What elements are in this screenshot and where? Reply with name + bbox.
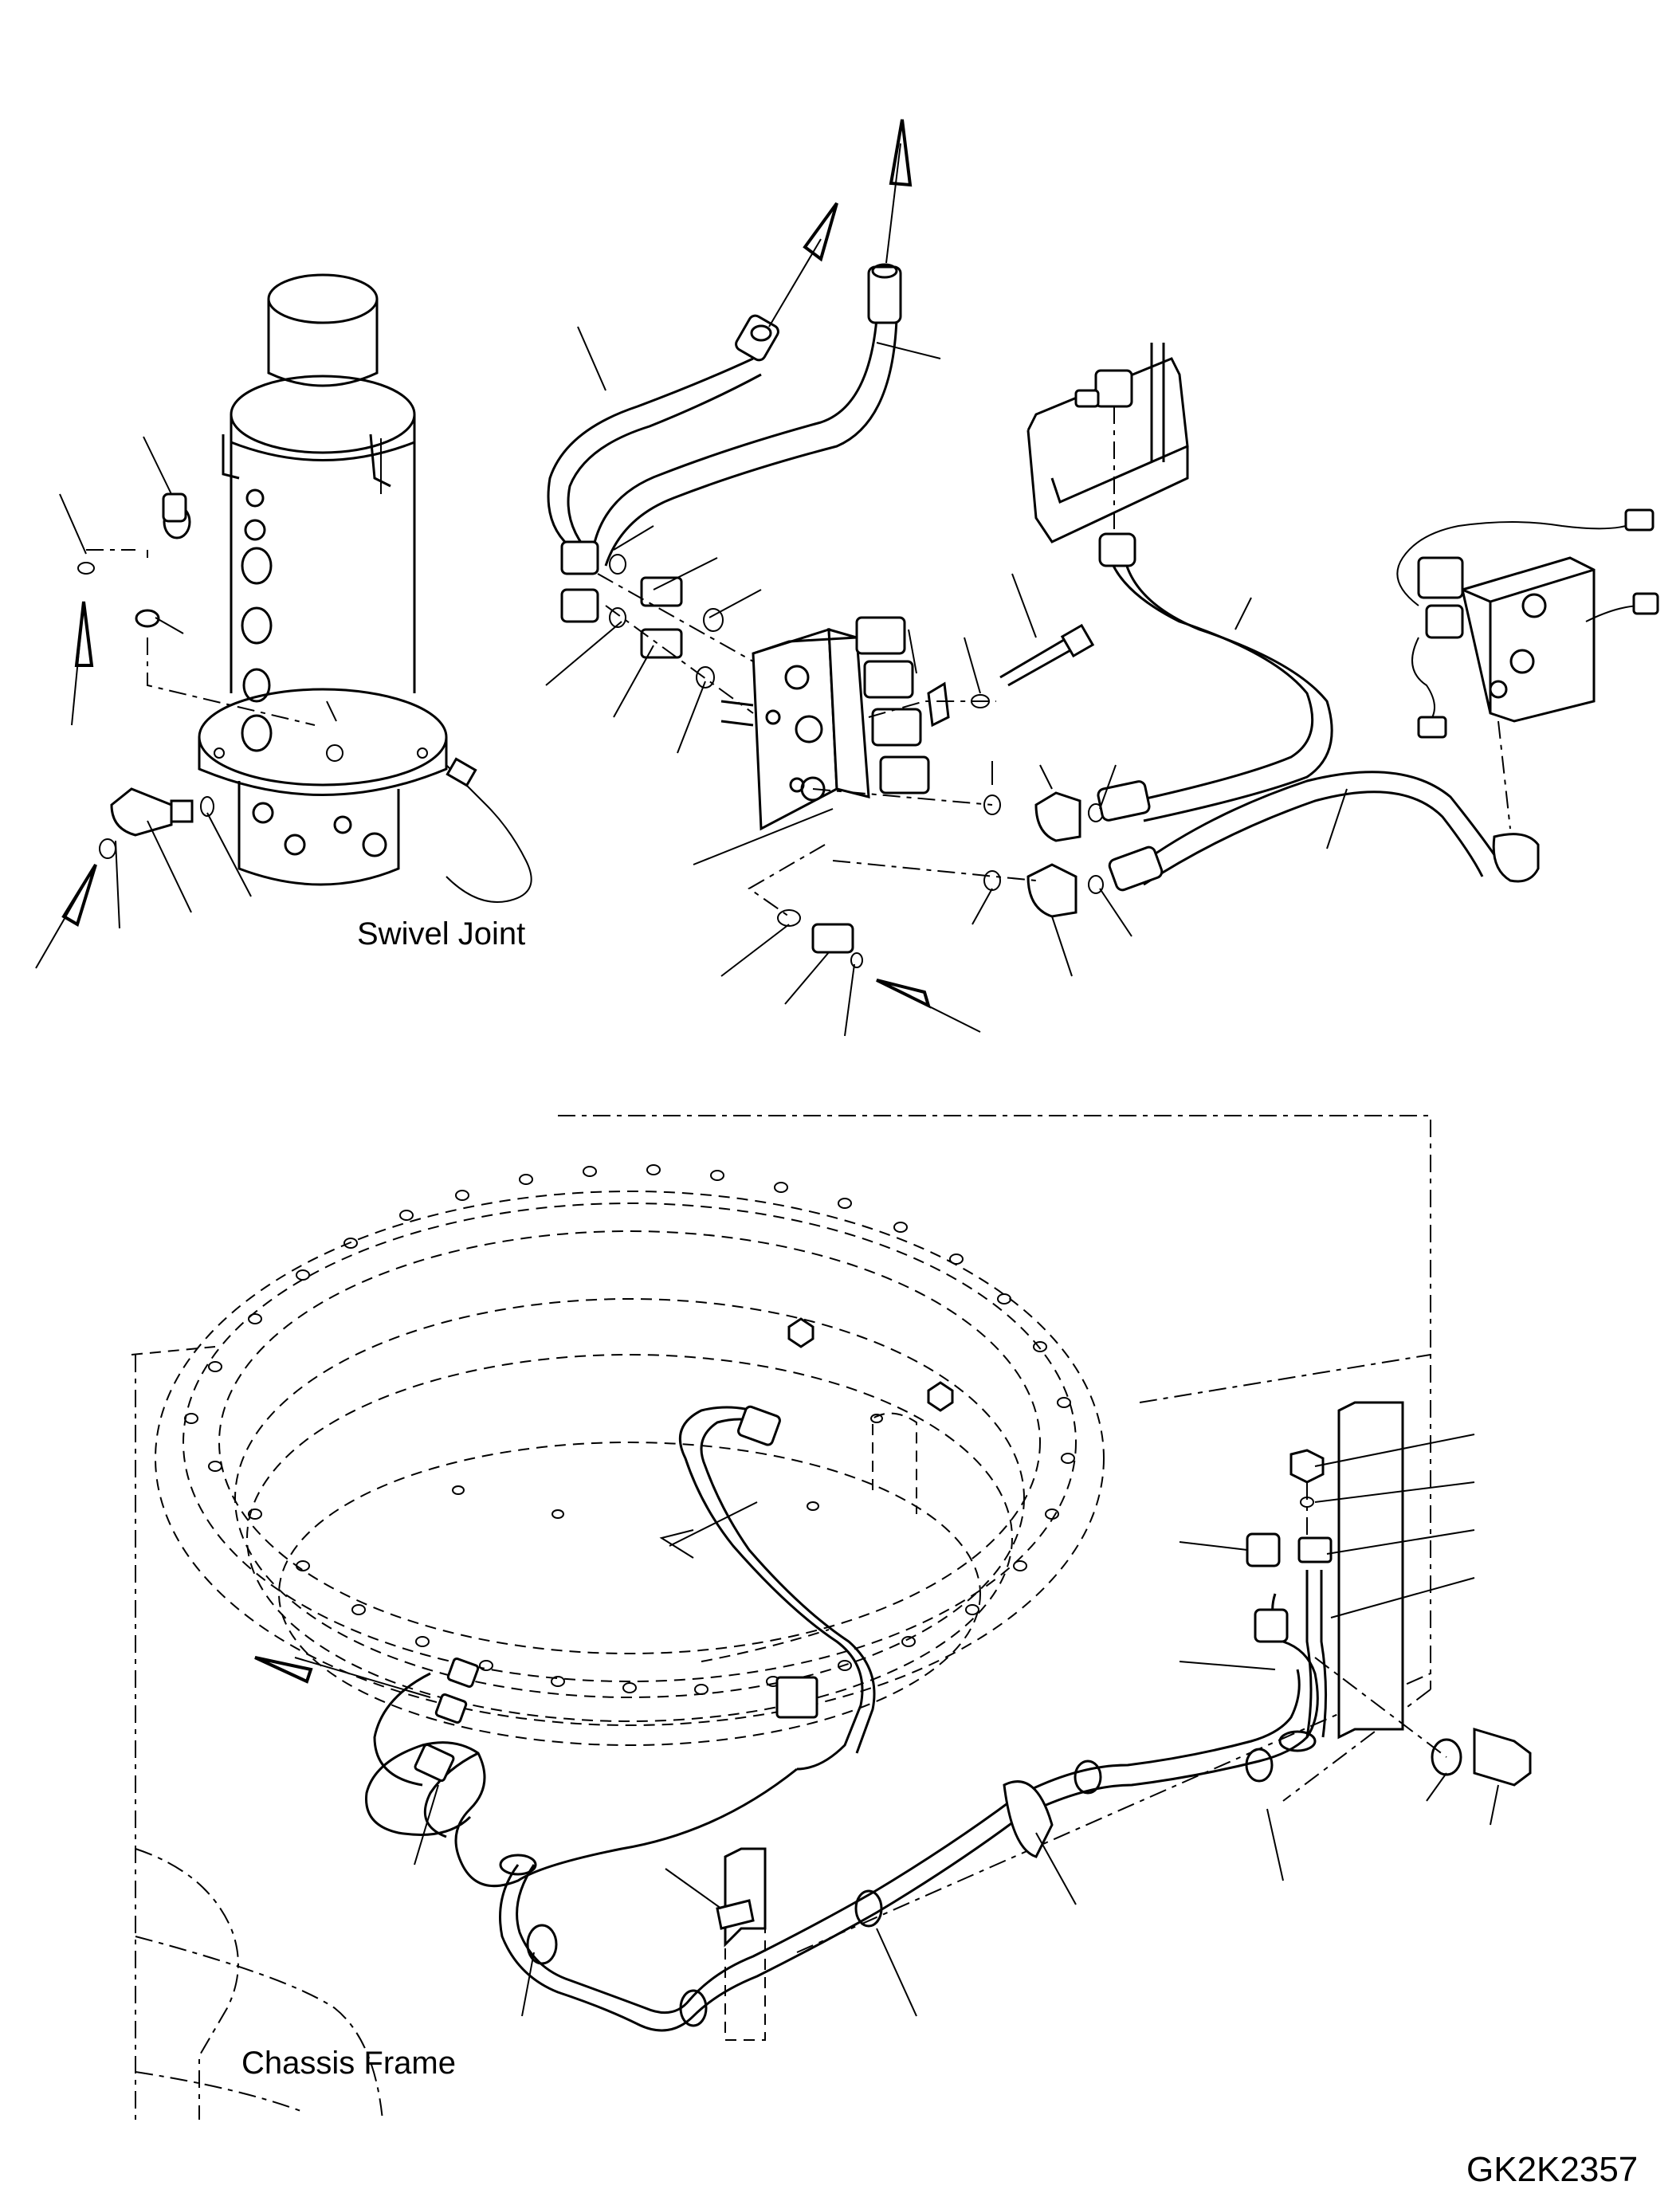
chassis-frame-label: Chassis Frame [241,2046,456,2081]
chassis-frame-assembly [131,1115,1431,2120]
ring-bolt-holes [184,1164,1075,1695]
valve-block-assembly [547,119,1659,1033]
leader-lines-top [59,326,1348,1037]
swivel-joint-label: Swivel Joint [357,916,525,951]
drawing-code: GK2K2357 [1466,2150,1638,2189]
swivel-joint-assembly [198,273,532,903]
wiring-harness [254,1405,1532,2032]
swivel-fittings [35,492,316,969]
leader-lines-bottom [414,1434,1499,2017]
